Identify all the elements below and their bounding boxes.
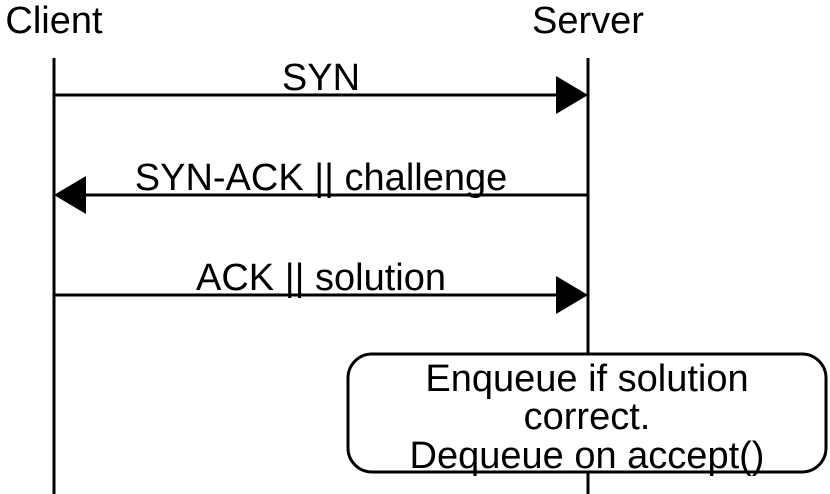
server-note-line-1: Enqueue if solution (425, 358, 748, 400)
message-syn-ack-arrowhead (54, 176, 86, 214)
server-note-box (346, 352, 828, 474)
message-syn-arrowhead (556, 76, 588, 114)
message-ack: ACK || solution (54, 257, 588, 314)
server-note-line-2: correct. (524, 396, 651, 438)
participant-client-label: Client (5, 0, 103, 42)
message-syn: SYN (54, 57, 588, 114)
message-ack-arrowhead (556, 276, 588, 314)
participant-server-label: Server (532, 0, 644, 42)
server-note-line-3: Dequeue on accept() (410, 435, 765, 477)
server-note: Enqueue if solution correct. Dequeue on … (346, 352, 828, 477)
message-syn-label: SYN (282, 57, 360, 99)
message-ack-label: ACK || solution (196, 257, 446, 299)
message-syn-ack: SYN-ACK || challenge (54, 157, 588, 214)
message-syn-ack-label: SYN-ACK || challenge (135, 157, 507, 199)
